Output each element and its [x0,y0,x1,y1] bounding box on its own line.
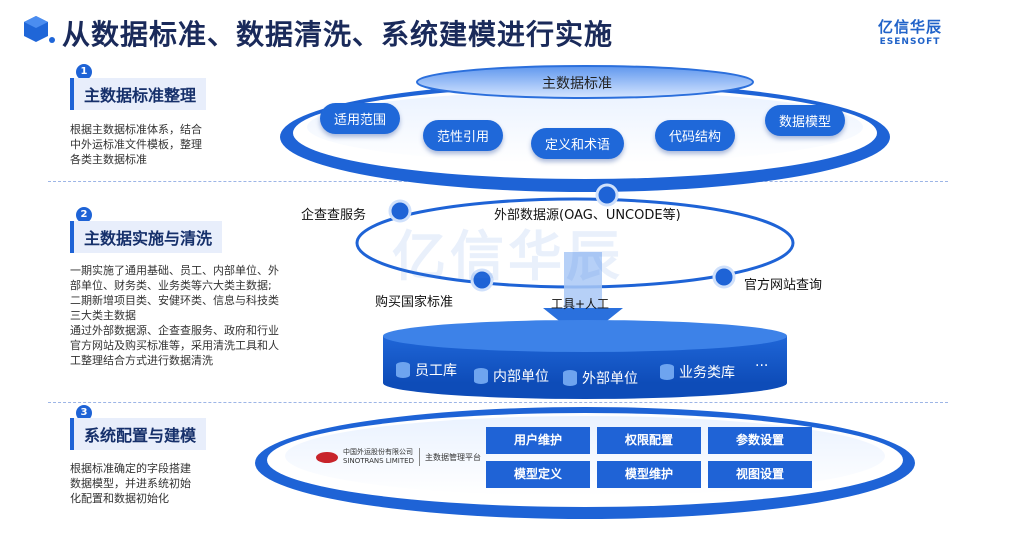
sinotrans-name: 中国外运股份有限公司 SINOTRANS LIMITED [343,448,414,466]
sinotrans-cn: 中国外运股份有限公司 [343,448,413,456]
db-business: 业务类库 [660,362,735,382]
btn-model-definition: 模型定义 [486,461,590,488]
section-divider [48,402,948,403]
step-1-desc-line: 根据主数据标准体系，结合 [70,123,202,136]
database-icon [660,364,674,380]
db-employee: 员工库 [396,360,457,380]
database-icon [474,368,488,384]
db-label: 内部单位 [493,369,549,385]
step-1-description: 根据主数据标准体系，结合 中外运标准文件模板，整理 各类主数据标准 [70,122,202,167]
step-3-description: 根据标准确定的字段搭建 数据模型，并进系统初始 化配置和数据初始化 [70,461,191,506]
pill-scope: 适用范围 [320,103,401,134]
standard-header-disc [416,65,754,99]
logo-cn: 亿信华辰 [878,18,943,36]
database-top [383,320,787,352]
source-national-standard: 购买国家标准 [375,295,454,310]
arrow-shaft [564,252,602,308]
source-node-icon [388,199,412,223]
step-1-title: 主数据标准整理 [70,78,207,110]
page-title: 从数据标准、数据清洗、系统建模进行实施 [62,18,614,51]
tool-label: 工具+人工 [551,297,610,311]
step-3-title: 系统配置与建模 [70,418,207,450]
source-node-icon [712,265,736,289]
logo-en: ESENSOFT [879,37,941,47]
source-node-icon [470,268,494,292]
step-1-number: 1 [76,64,92,80]
db-label: 外部单位 [582,371,638,387]
db-more: ··· [755,358,768,374]
database-icon [563,370,577,386]
logo-separator [418,448,420,466]
pill-code-structure: 代码结构 [655,120,736,151]
step-3-number: 3 [76,405,92,421]
sinotrans-logo: 中国外运股份有限公司 SINOTRANS LIMITED 主数据管理平台 [316,448,481,466]
step-2-desc-line: 一期实施了通用基础、员工、内部单位、外 [70,264,279,277]
step-2-desc-line: 工整理结合方式进行数据清洗 [70,354,213,367]
source-qichacha: 企查查服务 [301,208,367,223]
sinotrans-en: SINOTRANS LIMITED [343,457,414,465]
db-label: 员工库 [415,363,457,379]
btn-user-maintenance: 用户维护 [486,427,590,454]
standard-header-label: 主数据标准 [542,76,612,92]
source-official-website: 官方网站查询 [744,278,823,293]
step-2-desc-line: 通过外部数据源、企查查服务、政府和行业 [70,324,279,337]
sinotrans-mark-icon [316,451,338,463]
db-external-unit: 外部单位 [563,368,638,388]
btn-model-maintenance: 模型维护 [597,461,701,488]
step-2-desc-line: 二期新增项目类、安健环类、信息与科技类 [70,294,279,307]
step-1-desc-line: 中外运标准文件模板，整理 [70,138,202,151]
db-label: ··· [755,358,769,374]
step-3-desc-line: 化配置和数据初始化 [70,492,169,505]
platform-name: 主数据管理平台 [424,452,481,462]
db-internal-unit: 内部单位 [474,366,549,386]
step-2-desc-line: 部单位、财务类、业务类等六大类主数据; [70,279,272,292]
btn-permission-config: 权限配置 [597,427,701,454]
source-node-icon [595,183,619,207]
step-2-desc-line: 官方网站及购买标准等，采用清洗工具和人 [70,339,279,352]
btn-parameter-settings: 参数设置 [708,427,812,454]
step-3-desc-line: 根据标准确定的字段搭建 [70,462,191,475]
pill-data-model: 数据模型 [765,105,846,136]
source-external: 外部数据源(OAG、UNCODE等) [494,208,681,223]
btn-view-settings: 视图设置 [708,461,812,488]
database-icon [396,362,410,378]
db-label: 业务类库 [679,365,735,381]
cube-icon [24,16,55,43]
company-logo: 亿信华辰 ESENSOFT [878,16,942,47]
step-2-description: 一期实施了通用基础、员工、内部单位、外 部单位、财务类、业务类等六大类主数据; … [70,263,279,368]
pill-normative-reference: 范性引用 [423,120,504,151]
step-2-number: 2 [76,207,92,223]
step-2-title: 主数据实施与清洗 [70,221,223,253]
watermark: 亿信华辰 [392,225,624,288]
step-3-desc-line: 数据模型，并进系统初始 [70,477,191,490]
pill-definitions: 定义和术语 [531,128,625,159]
step-2-desc-line: 三大类主数据 [70,309,136,322]
step-1-desc-line: 各类主数据标准 [70,153,147,166]
